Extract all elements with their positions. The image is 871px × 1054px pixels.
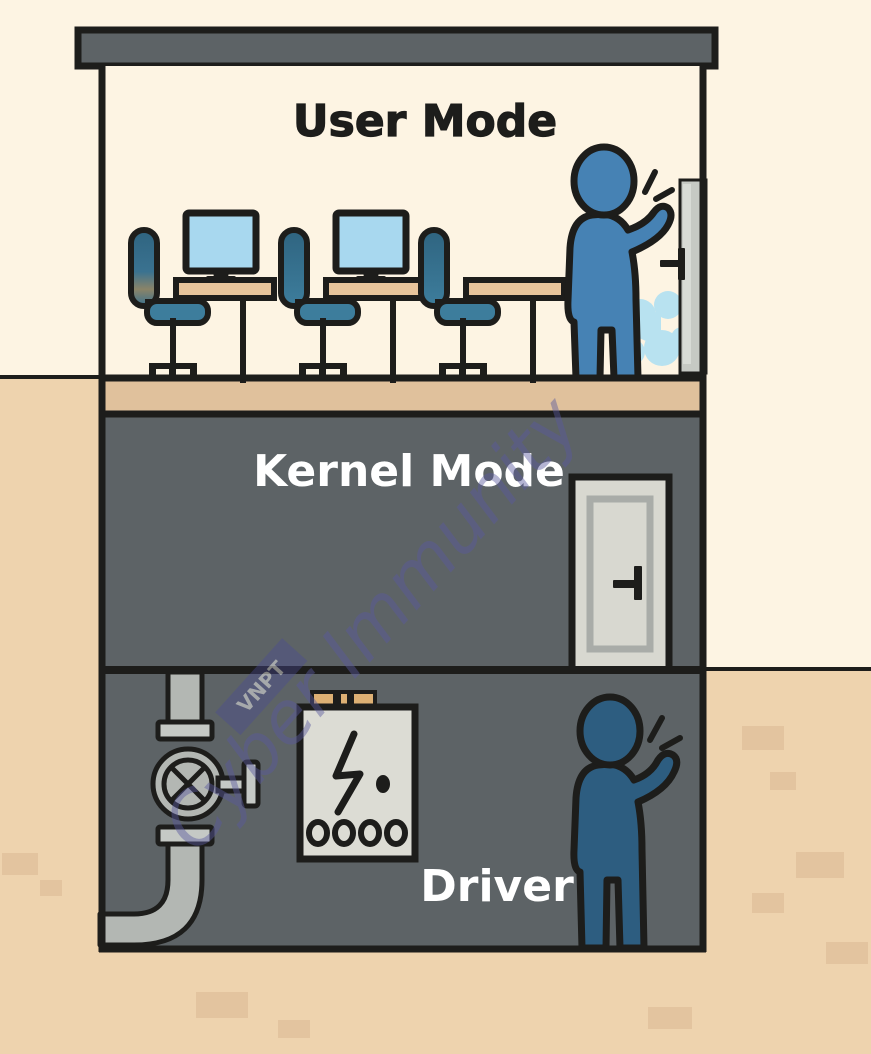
monitor-2 <box>332 209 410 284</box>
panel-dials <box>306 819 408 847</box>
desk-3 <box>463 277 567 383</box>
knock-lines-icon <box>642 169 675 202</box>
desk-1 <box>173 277 277 383</box>
ground-brick <box>648 1007 692 1029</box>
driver-label: Driver <box>420 861 574 912</box>
lightning-bolt-icon <box>332 730 364 816</box>
workstation-3 <box>418 227 567 383</box>
ground-brick <box>796 852 844 878</box>
ground-brick <box>752 893 784 913</box>
ground-line-right <box>706 667 871 671</box>
kernel-driver-divider <box>99 666 706 674</box>
knock-lines-icon <box>647 715 683 751</box>
ground-brick <box>742 726 784 750</box>
electrical-panel <box>296 690 419 863</box>
kernel-mode-door[interactable] <box>568 473 673 674</box>
ground-brick <box>770 772 796 790</box>
chair-1 <box>128 227 211 381</box>
ground-left <box>0 378 99 1054</box>
user-figure <box>564 143 675 382</box>
monitor-1 <box>182 209 260 284</box>
ground-brick <box>196 992 248 1018</box>
ground-below-building <box>99 952 706 1054</box>
roof-slab <box>74 26 719 70</box>
kernel-mode-label: Kernel Mode <box>253 446 565 497</box>
door-handle-icon[interactable] <box>613 566 642 600</box>
workstation-1 <box>128 209 277 383</box>
user-mode-floor-band <box>99 381 706 415</box>
chair-2 <box>278 227 361 381</box>
ground-brick <box>826 942 868 964</box>
chair-3 <box>418 227 501 381</box>
user-mode-label: User Mode <box>293 96 557 147</box>
building-outline <box>98 66 707 953</box>
workstation-2 <box>278 209 427 383</box>
door-handle-icon[interactable] <box>660 248 685 280</box>
ground-line-left <box>0 375 99 379</box>
ground-brick <box>2 853 38 875</box>
ground-brick <box>40 880 62 896</box>
ground-bricks <box>2 726 868 1038</box>
ground-brick <box>278 1020 310 1038</box>
ground-right <box>706 670 871 1054</box>
pipe-with-valve <box>97 669 261 948</box>
driver-figure <box>570 693 683 952</box>
